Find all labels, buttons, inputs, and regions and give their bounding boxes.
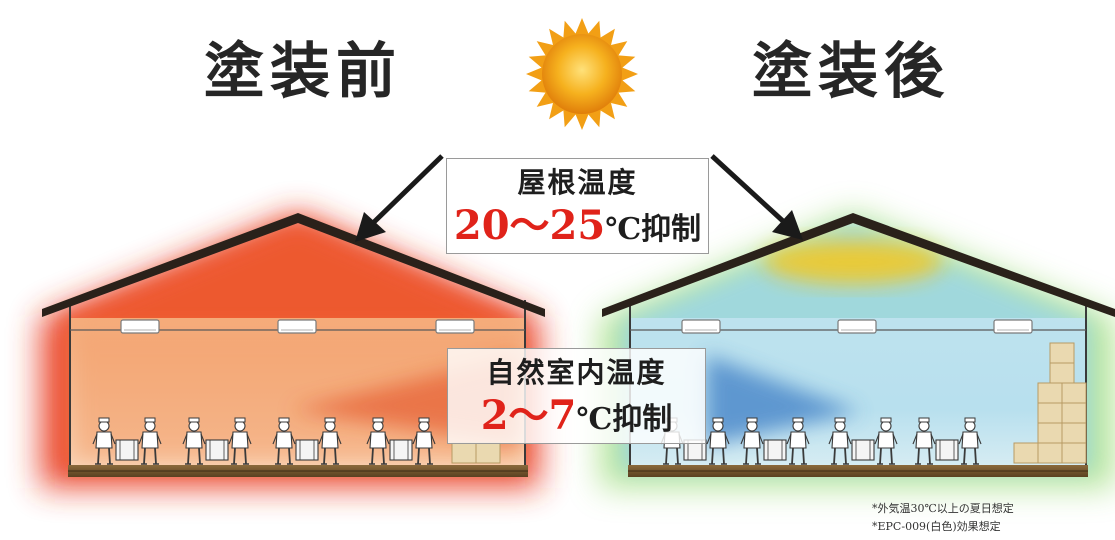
arrow-icon [710,154,803,240]
house-after [600,212,1115,488]
sun-disc [542,34,622,114]
roof-temperature-range: 20～25 [453,202,606,249]
ceiling-light-icon [993,319,1033,334]
indoor-temperature-value: 2～7℃抑制 [448,392,705,448]
indoor-temperature-range: 2～7 [480,392,577,439]
ceiling-light-icon [837,319,877,334]
heading-after: 塗装後 [752,37,950,107]
ceiling-light-icon [120,319,160,334]
indoor-cool-wedge [706,355,860,445]
footnote: *外気温30℃以上の夏日想定 [872,502,1014,515]
ceiling-light-icon [681,319,721,334]
roof-heat-glow [763,240,943,284]
ceiling-light-icon [277,319,317,334]
indoor-temperature-unit: ℃抑制 [576,402,673,437]
indoor-temperature-label: 自然室内温度 2～7℃抑制 [447,348,706,444]
roof-temperature-value: 20～25℃抑制 [447,202,708,258]
ceiling-light-icon [435,319,475,334]
roof-temperature-unit: ℃抑制 [605,212,702,247]
heading-before: 塗装前 [204,37,402,107]
house-before [40,212,545,488]
roof-temperature-title: 屋根温度 [517,166,638,199]
indoor-temperature-title: 自然室内温度 [486,356,667,389]
arrow-icon [355,154,444,242]
footnote: *EPC-009(白色)効果想定 [872,520,1001,533]
roof-temperature-label: 屋根温度 20～25℃抑制 [446,158,709,254]
footnotes: *外気温30℃以上の夏日想定 *EPC-009(白色)効果想定 [872,500,1014,536]
sun-icon [526,18,638,130]
